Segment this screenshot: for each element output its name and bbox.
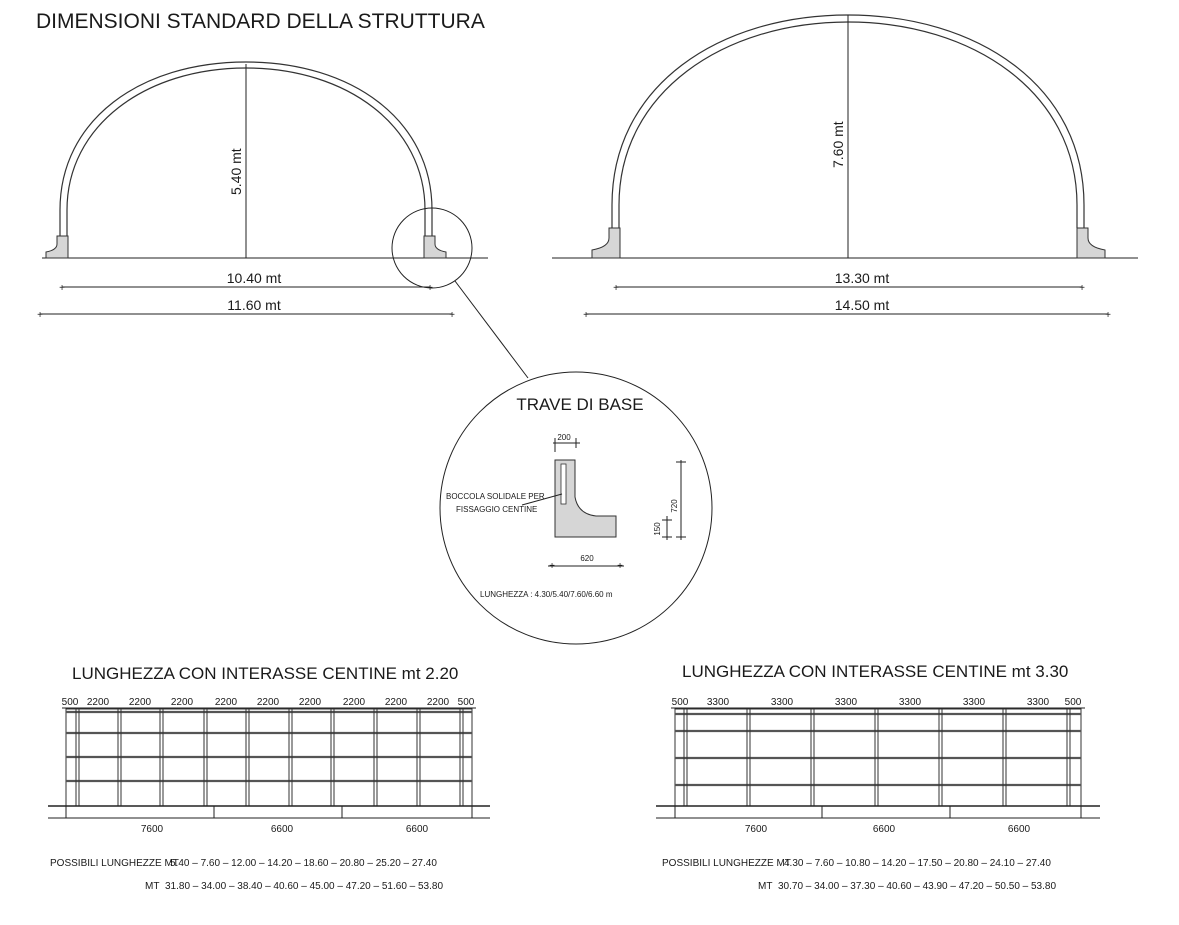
arch-foot-right	[423, 235, 447, 259]
tick: +	[37, 310, 43, 321]
inner-width-label: 10.40 mt	[227, 270, 282, 286]
outer-width-label: 14.50 mt	[835, 297, 890, 313]
bottom-dim-label: 6600	[406, 824, 429, 835]
dim-bottom-label: 620	[580, 554, 594, 563]
tick: +	[449, 310, 455, 321]
detail-circle	[439, 371, 713, 645]
lengths-label-1: POSSIBILI LUNGHEZZE MT	[50, 858, 179, 869]
lengths-line-2: 30.70 – 34.00 – 37.30 – 40.60 – 43.90 – …	[778, 881, 1056, 892]
tick: +	[613, 283, 619, 294]
top-dim-label: 500	[672, 697, 689, 708]
tick: +	[549, 561, 555, 572]
arch-foot-left	[45, 235, 69, 259]
top-dim-label: 2200	[87, 697, 110, 708]
top-dim-label: 500	[62, 697, 79, 708]
plan-left-top-dims: 500 2200 2200 2200 2200 2200 2200 2200 2200 2200 5…	[62, 697, 476, 709]
height-label: 5.40 mt	[228, 148, 244, 195]
top-dim-label: 2200	[257, 697, 280, 708]
arch-foot-right	[1076, 227, 1106, 259]
plan-right-top-dims: 500 3300 3300 3300 3300 3300 3300 500	[671, 697, 1085, 709]
bottom-dim-label: 7600	[745, 824, 768, 835]
lengths-label-1: POSSIBILI LUNGHEZZE MT	[662, 858, 791, 869]
top-dim-label: 2200	[171, 697, 194, 708]
tick: +	[59, 283, 65, 294]
plan-right-bottom-dims: 7600 6600 6600	[745, 824, 1031, 835]
plan-right-frame	[656, 708, 1100, 819]
top-dim-label: 2200	[385, 697, 408, 708]
arch-outer	[59, 61, 433, 236]
arch-foot-left	[591, 227, 621, 259]
arch-large-section: 7.60 mt + + 13.30 mt + + 14.50 mt	[552, 14, 1138, 321]
lengths-line-1: 5.40 – 7.60 – 12.00 – 14.20 – 18.60 – 20…	[170, 858, 437, 869]
detail-leader-line	[454, 280, 529, 379]
dim-height-label: 720	[670, 499, 679, 513]
top-dim-label: 500	[458, 697, 475, 708]
bushing	[560, 463, 567, 505]
bottom-dim-label: 6600	[1008, 824, 1031, 835]
plan-left-bottom-dims: 7600 6600 6600	[141, 824, 429, 835]
lengths-line-1: 4.30 – 7.60 – 10.80 – 14.20 – 17.50 – 20…	[784, 858, 1051, 869]
bushing-label-line2: FISSAGGIO CENTINE	[456, 505, 537, 514]
top-dim-label: 3300	[1027, 697, 1050, 708]
detail-callout-circle	[391, 207, 473, 289]
top-dim-label: 3300	[771, 697, 794, 708]
top-dim-label: 3300	[899, 697, 922, 708]
top-dim-label: 3300	[835, 697, 858, 708]
label-leader	[521, 493, 563, 506]
plan-left-title: LUNGHEZZA CON INTERASSE CENTINE mt 2.20	[72, 664, 458, 683]
top-dim-label: 2200	[215, 697, 238, 708]
bottom-dim-label: 7600	[141, 824, 164, 835]
top-dim-label: 3300	[963, 697, 986, 708]
top-dim-label: 2200	[427, 697, 450, 708]
arch-small-section: 5.40 mt + + 10.40 mt + + 11.60 mt	[37, 61, 529, 379]
dim-step-label: 150	[653, 522, 662, 536]
page-title: DIMENSIONI STANDARD DELLA STRUTTURA	[36, 10, 485, 33]
lengths-line-2: 31.80 – 34.00 – 38.40 – 40.60 – 45.00 – …	[165, 881, 443, 892]
height-label: 7.60 mt	[830, 121, 846, 168]
tick: +	[427, 283, 433, 294]
plan-left-frame	[48, 708, 490, 819]
top-dim-label: 2200	[129, 697, 152, 708]
tick: +	[583, 310, 589, 321]
detail-length-note: LUNGHEZZA : 4.30/5.40/7.60/6.60 m	[480, 590, 613, 599]
tick: +	[617, 561, 623, 572]
tick: +	[1105, 310, 1111, 321]
top-dim-label: 2200	[299, 697, 322, 708]
bottom-dim-label: 6600	[271, 824, 294, 835]
lengths-label-2: MT	[758, 881, 772, 892]
outer-width-label: 11.60 mt	[227, 297, 281, 313]
beam-profile	[554, 459, 617, 538]
detail-title: TRAVE DI BASE	[516, 395, 643, 414]
tick: +	[1079, 283, 1085, 294]
lengths-label-2: MT	[145, 881, 159, 892]
top-dim-label: 500	[1065, 697, 1082, 708]
dim-top-label: 200	[557, 433, 571, 442]
top-dim-label: 2200	[343, 697, 366, 708]
base-beam-detail: TRAVE DI BASE 200 BOCCOLA SOLIDALE PER F…	[439, 371, 713, 645]
bottom-dim-label: 6600	[873, 824, 896, 835]
inner-width-label: 13.30 mt	[835, 270, 890, 286]
plan-right-section: LUNGHEZZA CON INTERASSE CENTINE mt 3.30 …	[656, 662, 1100, 892]
plan-right-title: LUNGHEZZA CON INTERASSE CENTINE mt 3.30	[682, 662, 1068, 681]
plan-left-section: LUNGHEZZA CON INTERASSE CENTINE mt 2.20 …	[48, 664, 490, 892]
bushing-label-line1: BOCCOLA SOLIDALE PER	[446, 492, 545, 501]
top-dim-label: 3300	[707, 697, 730, 708]
